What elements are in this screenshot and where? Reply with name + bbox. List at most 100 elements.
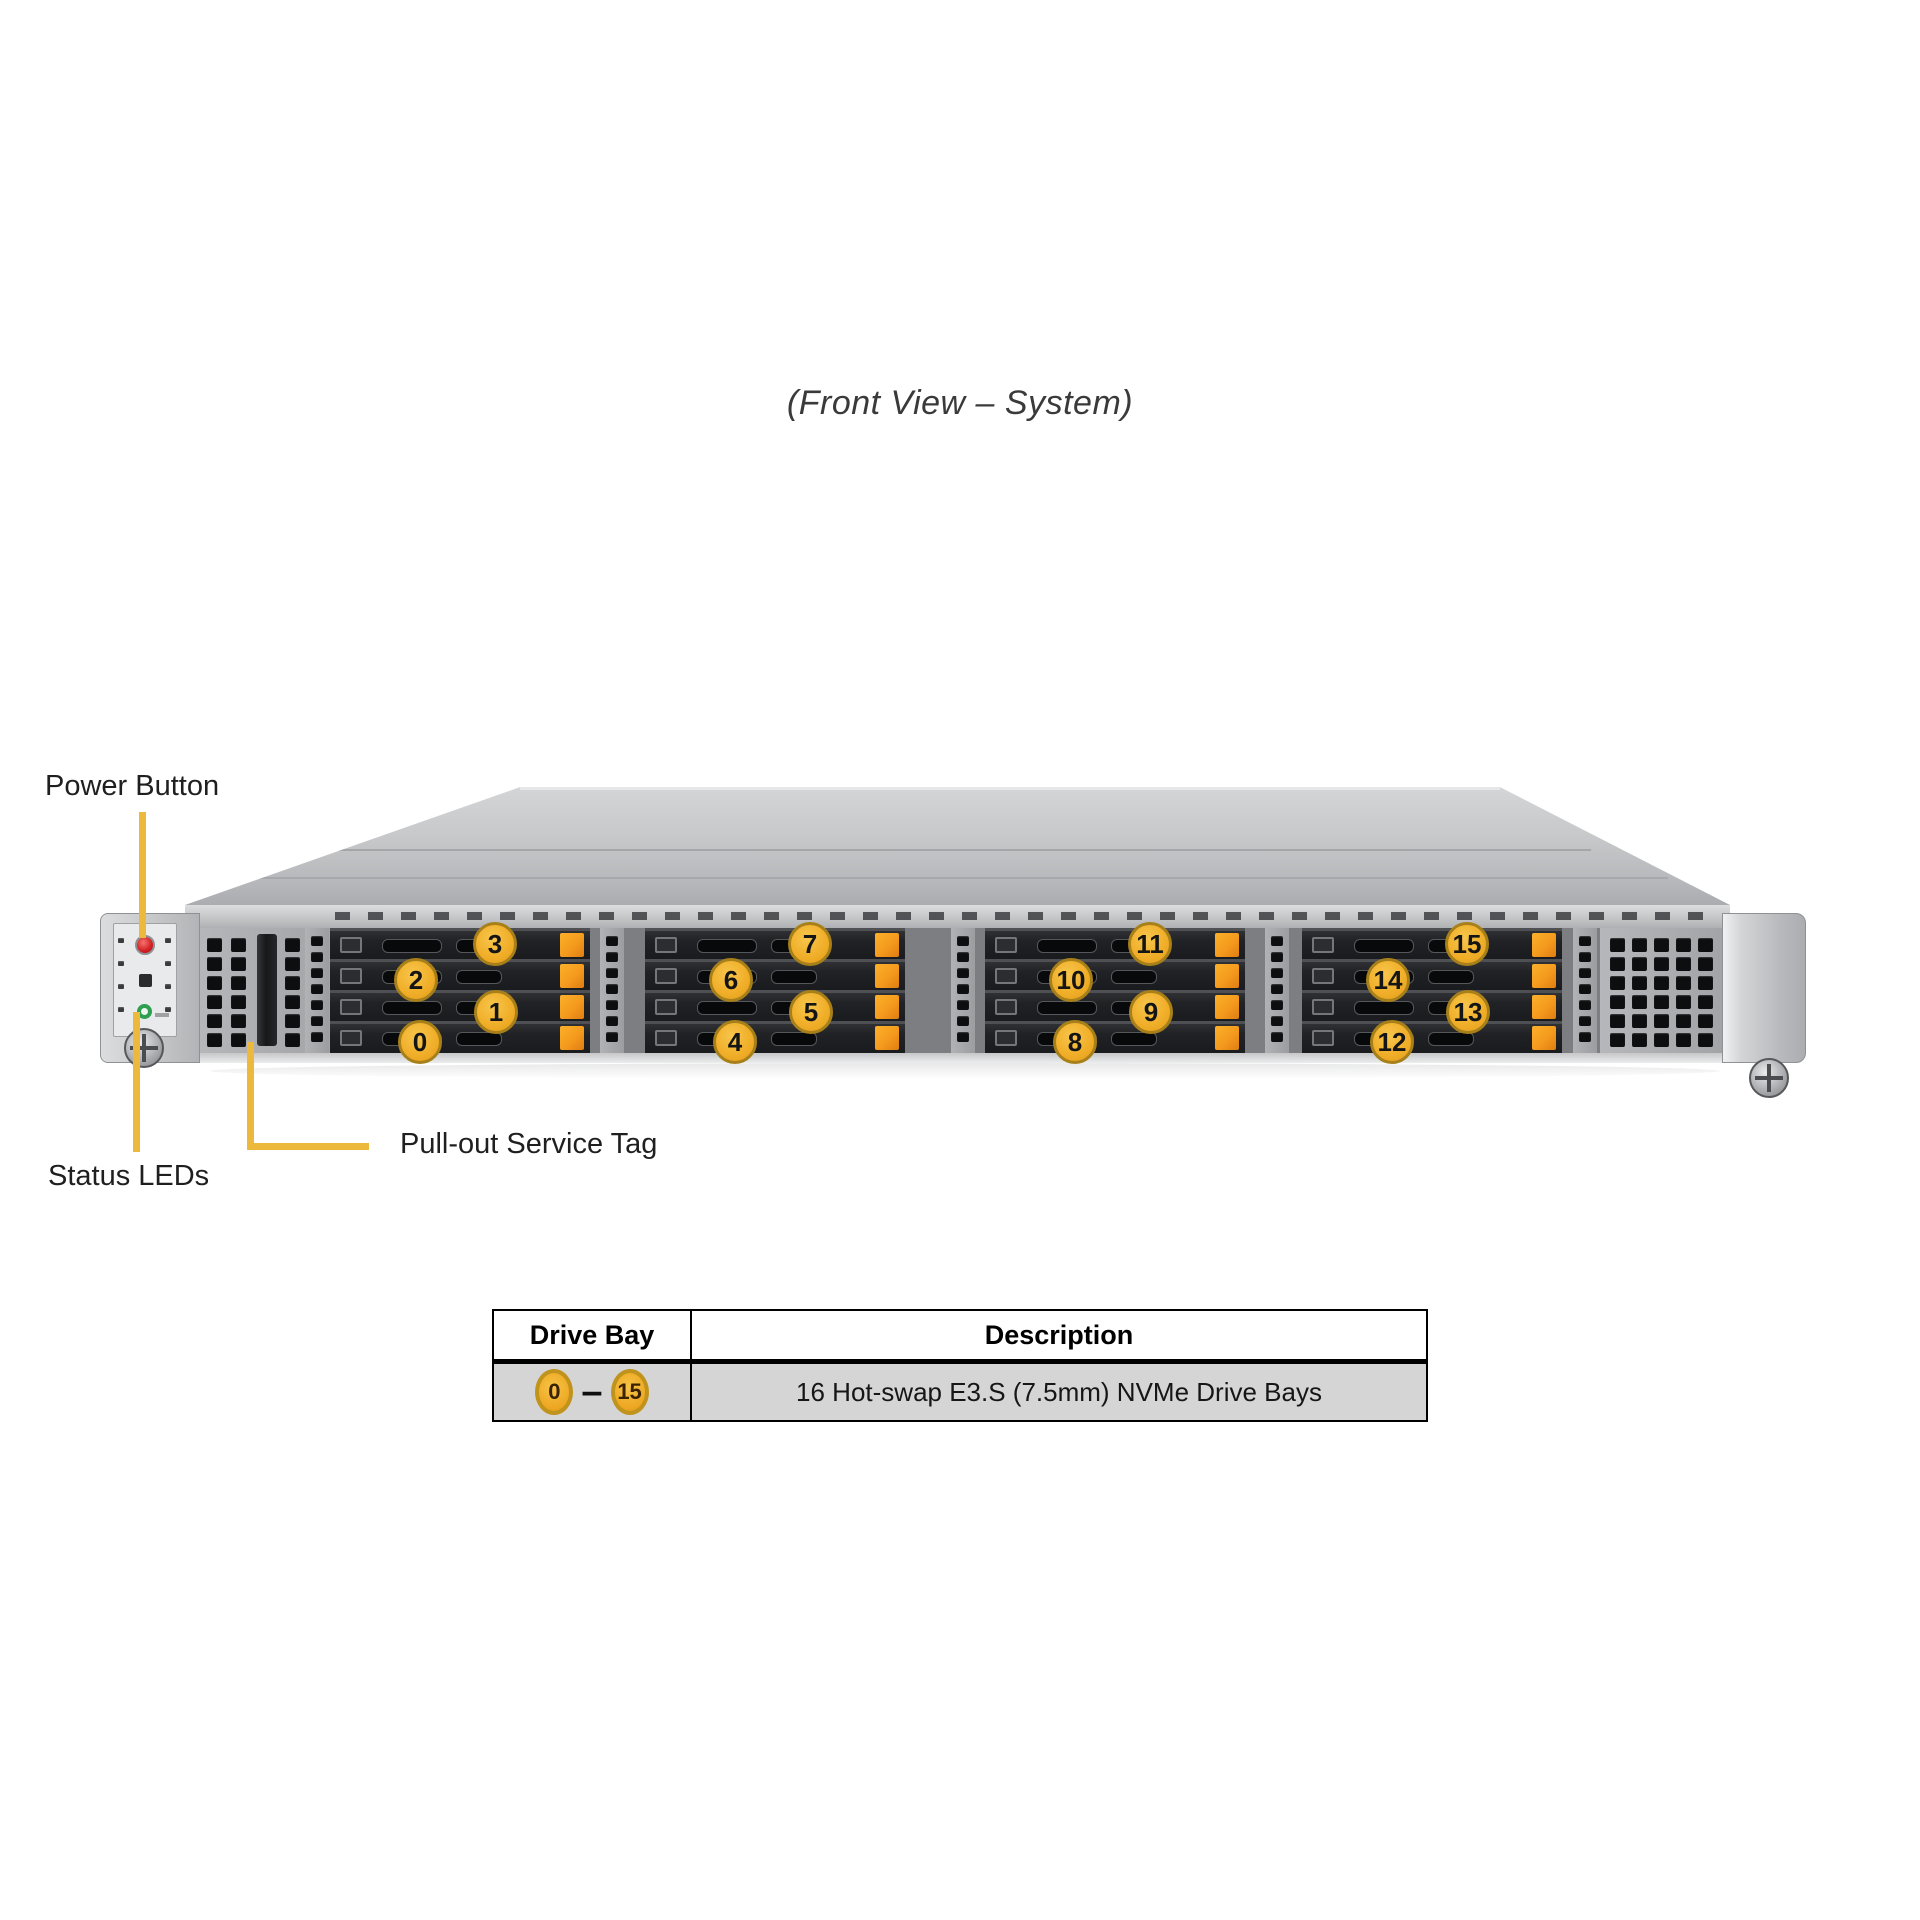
tray-slot <box>697 1001 757 1015</box>
tray-screw <box>995 937 1017 953</box>
bay-callout-10: 10 <box>1049 958 1093 1002</box>
bay-callout-7: 7 <box>788 922 832 966</box>
rail-holes <box>1271 936 1283 1046</box>
drive-latch-button <box>875 995 899 1019</box>
table-cell-bay-range: 0 – 15 <box>494 1364 692 1420</box>
tray-screw <box>1312 999 1334 1015</box>
drive-tray <box>1302 959 1562 990</box>
drive-tray <box>985 990 1245 1021</box>
leader-line-power-button <box>139 812 146 938</box>
drive-tray <box>1302 1021 1562 1052</box>
drive-tray <box>645 959 905 990</box>
tray-slot <box>771 970 817 984</box>
table-data-row: 0 – 15 16 Hot-swap E3.S (7.5mm) NVMe Dri… <box>494 1364 1426 1420</box>
front-control-panel <box>113 923 177 1037</box>
tray-slot <box>456 1032 502 1046</box>
tray-slot <box>771 1032 817 1046</box>
tray-slot <box>1428 1032 1474 1046</box>
rail-holes <box>957 936 969 1046</box>
bay-callout-13: 13 <box>1446 990 1490 1034</box>
left-rack-ear <box>100 913 200 1068</box>
drive-group-12-15: 15 14 13 12 <box>1302 922 1562 1064</box>
drive-tray <box>330 1021 590 1052</box>
chassis-front-rim <box>185 905 1730 928</box>
bay-range-dash: – <box>581 1371 603 1413</box>
chassis-shadow <box>210 1063 1720 1079</box>
bay-divider-rail <box>305 928 329 1053</box>
vent-holes <box>207 938 247 1050</box>
bay-range-start-badge: 0 <box>535 1369 574 1415</box>
label-status-leds: Status LEDs <box>48 1160 210 1192</box>
rail-holes <box>311 936 323 1046</box>
vent-grid-right <box>1600 928 1722 1053</box>
drive-latch-button <box>1532 995 1556 1019</box>
thumbscrew-left <box>124 1028 164 1068</box>
tray-screw <box>655 999 677 1015</box>
table-header-row: Drive Bay Description <box>494 1311 1426 1364</box>
drive-latch-button <box>1532 933 1556 957</box>
tray-screw <box>340 937 362 953</box>
rim-vent-dashes <box>335 912 1705 920</box>
tray-screw <box>340 1030 362 1046</box>
tray-screw <box>655 1030 677 1046</box>
bay-callout-0: 0 <box>398 1020 442 1064</box>
bay-callout-8: 8 <box>1053 1020 1097 1064</box>
drive-tray <box>645 928 905 959</box>
tray-slot <box>1037 1001 1097 1015</box>
tray-slot <box>1037 939 1097 953</box>
leader-line-status-leds <box>133 1012 140 1152</box>
table-cell-description: 16 Hot-swap E3.S (7.5mm) NVMe Drive Bays <box>796 1376 1322 1407</box>
drive-tray <box>985 928 1245 959</box>
tray-screw <box>1312 1030 1334 1046</box>
label-power-button: Power Button <box>45 770 220 802</box>
bay-callout-12: 12 <box>1370 1020 1414 1064</box>
bay-callout-3: 3 <box>473 922 517 966</box>
drive-latch-button <box>1215 1026 1239 1050</box>
bay-callout-2: 2 <box>394 958 438 1002</box>
tray-screw <box>1312 937 1334 953</box>
right-rack-ear <box>1722 913 1806 1098</box>
label-service-tag: Pull-out Service Tag <box>400 1128 658 1160</box>
bay-callout-14: 14 <box>1366 958 1410 1002</box>
bay-callout-4: 4 <box>713 1020 757 1064</box>
chassis-top-seam <box>246 877 1669 879</box>
drive-tray <box>985 1021 1245 1052</box>
vent-holes <box>1610 938 1714 1050</box>
drive-tray <box>330 990 590 1021</box>
tray-screw <box>340 968 362 984</box>
drive-tray <box>330 959 590 990</box>
tray-slot <box>1354 939 1414 953</box>
figure-title: (Front View – System) <box>786 384 1134 422</box>
drive-tray <box>645 1021 905 1052</box>
uid-button <box>139 974 152 987</box>
drive-latch-button <box>560 1026 584 1050</box>
drive-latch-button <box>1215 933 1239 957</box>
drive-tray <box>1302 928 1562 959</box>
rail-holes <box>1579 936 1591 1046</box>
drive-tray <box>645 990 905 1021</box>
chassis-top-seam <box>324 849 1591 851</box>
chassis-bottom-edge <box>185 1053 1730 1063</box>
drive-latch-button <box>875 964 899 988</box>
tray-slot <box>1354 1001 1414 1015</box>
drive-latch-button <box>875 1026 899 1050</box>
drive-bay-table: Drive Bay Description 0 – 15 16 Hot-swap… <box>492 1309 1428 1422</box>
bay-divider-rail <box>600 928 624 1053</box>
rail-holes <box>606 936 618 1046</box>
drive-tray <box>1302 990 1562 1021</box>
bay-callout-15: 15 <box>1445 922 1489 966</box>
bay-divider-rail <box>1265 928 1289 1053</box>
tray-slot <box>1111 1032 1157 1046</box>
drive-latch-button <box>875 933 899 957</box>
bay-callout-9: 9 <box>1129 990 1173 1034</box>
leader-line-service-tag-horizontal <box>247 1143 369 1150</box>
status-led-column <box>118 938 126 1028</box>
tray-screw <box>1312 968 1334 984</box>
tray-screw <box>655 968 677 984</box>
thumbscrew-right <box>1749 1058 1789 1098</box>
tray-screw <box>655 937 677 953</box>
